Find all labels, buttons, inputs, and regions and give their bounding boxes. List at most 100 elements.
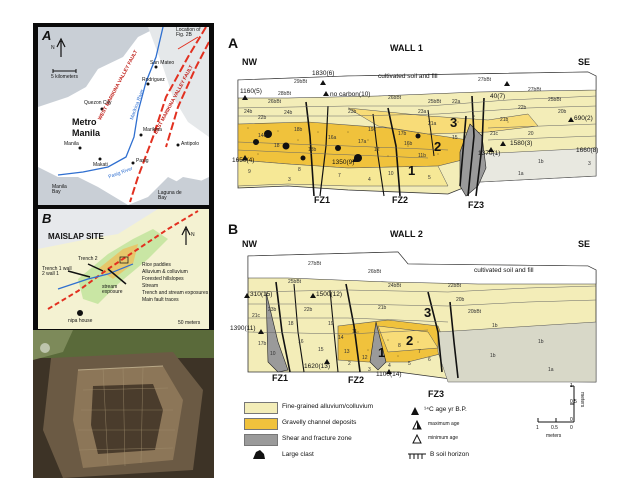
unit-cell: 23b	[268, 307, 277, 313]
legend-swatch-gravel	[244, 418, 278, 430]
antipolo-label: Antipolo	[181, 141, 200, 147]
map-b-maislap-site: B MAISLAP SITE N Trench 1 wall 2 wall 1 …	[38, 209, 209, 329]
unit-cell: 10	[270, 351, 276, 357]
unit-cell: 21b	[500, 117, 509, 123]
marikina-river	[57, 27, 164, 176]
unit-cell: 12	[362, 355, 368, 361]
large-clast-icon	[264, 130, 272, 138]
unit-cell: 29bBt	[294, 79, 308, 85]
age-label: 1620(13)	[304, 363, 331, 370]
soil-label: cultivated soil and fill	[474, 267, 534, 274]
unit-cell: 26bBt	[268, 99, 282, 105]
north-label: N	[51, 45, 55, 51]
west-fault-line	[129, 27, 207, 203]
hill-area	[148, 27, 209, 137]
age-label: 1580(3)	[510, 140, 533, 147]
unit-cell: 3	[588, 161, 591, 167]
unit-cell: 17b	[258, 341, 267, 347]
unit-cell: 23a	[418, 109, 427, 115]
unit-cell: 20bBt	[468, 309, 482, 315]
town-dot	[98, 157, 102, 161]
unit-cell: 8	[398, 343, 401, 349]
unit-cell: 16b	[404, 141, 413, 147]
nw-label: NW	[242, 57, 257, 67]
wall2-figure: B WALL 2 NW SE cultivated soil and fill …	[228, 222, 600, 402]
unit-cell: 7	[338, 173, 341, 179]
unit-cell: 18b	[294, 127, 303, 133]
san-mateo-label: San Mateo	[150, 60, 175, 66]
wall2-se-unit	[437, 321, 597, 383]
wall2-layer-line	[247, 285, 597, 335]
unit-cell: 1a	[518, 171, 524, 177]
laguna-label: Laguna de Bay	[158, 190, 182, 201]
scale-tick: 0.5	[570, 399, 577, 405]
legend-item: Alluvium & colluvium	[142, 269, 188, 275]
unit-cell: 24bBt	[388, 283, 402, 289]
scale-tick: 0	[570, 425, 573, 431]
unit-cell: 19	[328, 321, 334, 327]
age-label: 1500(12)	[316, 291, 343, 298]
unit-cell: 25bBt	[548, 97, 562, 103]
north-label: N	[191, 232, 195, 238]
unit-cell: 24b	[284, 110, 293, 116]
panel-letter: A	[42, 28, 52, 43]
soil-horizon-label: B soil horizon	[430, 451, 470, 458]
unit-cell: 20b	[456, 297, 465, 303]
unit-cell: 21c	[490, 131, 499, 137]
maislap-title: MAISLAP SITE	[48, 232, 104, 241]
unit-cell: 15	[318, 347, 324, 353]
unit-cell: 5	[428, 175, 431, 181]
unit-cell: 11b	[418, 153, 426, 159]
scale-tick: 0.5	[551, 425, 558, 431]
scale-bar	[52, 69, 77, 73]
age-marker-icons	[244, 293, 392, 374]
unit-cell: 25bBt	[428, 99, 442, 105]
unit-cell: 21a	[428, 121, 437, 127]
unit-cell: 22bBt	[448, 283, 462, 289]
fault-label-fz3: FZ3	[468, 200, 485, 210]
legend-swatch-shear	[244, 434, 278, 446]
north-arrow-icon	[181, 225, 191, 245]
fault-label-fz1: FZ1	[314, 195, 331, 205]
age-label: 1350(9)	[332, 159, 355, 166]
wall1-fault-fz2	[387, 107, 401, 197]
fault-trace-line	[47, 210, 199, 310]
age-label: 40(7)	[490, 93, 506, 100]
unit-cell: 19c	[368, 127, 377, 133]
unit-cell: 3	[288, 177, 291, 183]
unit-cell: 17a	[358, 139, 367, 145]
unit-label: 3	[450, 115, 458, 130]
unit-label: 2	[434, 139, 442, 154]
unit-cell: 27bBt	[308, 261, 322, 267]
trench1-label: Trench 1 wall 2 wall 1	[42, 266, 72, 277]
town-dot	[154, 65, 158, 69]
unit-cell: 23b	[348, 109, 357, 115]
legend-item: Stream	[142, 283, 159, 289]
large-clast-icon	[282, 142, 290, 150]
age-triangle-icon	[411, 407, 419, 415]
unit-cell: 16a	[328, 135, 337, 141]
unit-cell: 2	[348, 361, 351, 367]
unit-cell: 8	[298, 167, 301, 173]
wall1-soil	[237, 71, 597, 99]
unit-cell: 12	[374, 147, 380, 153]
legend-swatch-fine	[244, 402, 278, 414]
scale-v-label: meters	[579, 392, 585, 408]
manila-label: Manila	[64, 141, 79, 147]
map-b-legend: Rice paddies Alluvium & colluvium Forest…	[142, 263, 208, 305]
wall1-fault-fz3	[459, 95, 485, 197]
gravel-texture	[247, 121, 509, 157]
unit-label: 1	[378, 345, 386, 360]
age-label: 1100(14)	[376, 371, 402, 378]
unit-cell: 4	[368, 177, 371, 183]
unit-cell: 21c	[252, 313, 261, 319]
scale-tick: 1	[570, 383, 573, 389]
town-dot	[139, 133, 143, 137]
age-label: 310(15)	[250, 291, 273, 298]
fault-label-fz3: FZ3	[428, 389, 445, 399]
min-age-label: minimum age	[428, 435, 459, 441]
soil-horizon-icon	[408, 453, 426, 459]
large-clast-icon	[415, 133, 421, 139]
unit-cell: 17b	[398, 131, 407, 137]
wall1-fault	[319, 105, 329, 197]
